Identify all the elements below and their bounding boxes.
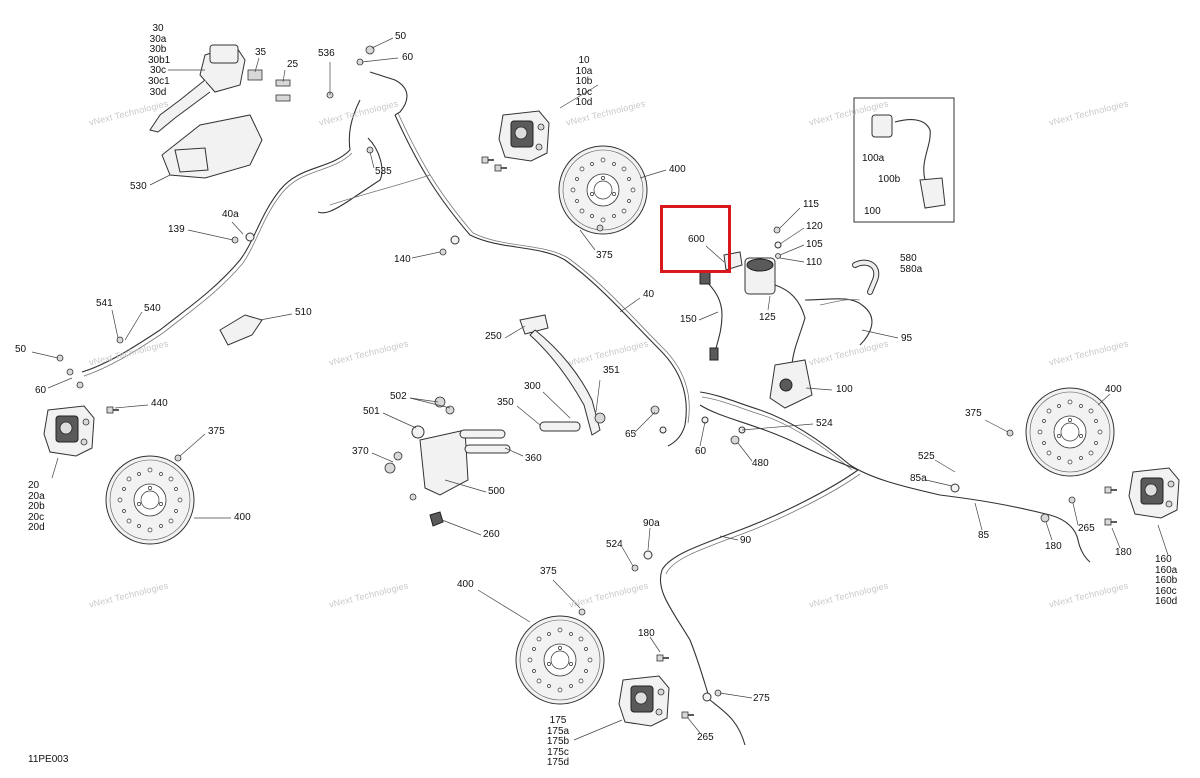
label-400-front-right[interactable]: 400 [669, 164, 686, 175]
label-group-175[interactable]: 175 175a 175b 175c 175d [546, 715, 570, 769]
label-250[interactable]: 250 [485, 331, 502, 342]
label-375-front-right[interactable]: 375 [596, 250, 613, 261]
disc-400-rear-left [515, 615, 605, 705]
label-85a[interactable]: 85a [910, 473, 927, 484]
label-90[interactable]: 90 [740, 535, 752, 546]
cover-510 [219, 314, 263, 346]
label-85[interactable]: 85 [978, 530, 990, 541]
label-300[interactable]: 300 [524, 381, 541, 392]
label-535[interactable]: 535 [375, 166, 392, 177]
label-group-30[interactable]: 30 30a 30b 30b1 30c 30c1 30d [148, 23, 171, 98]
label-275[interactable]: 275 [753, 693, 770, 704]
caliper-175 [618, 654, 695, 727]
leader-lines [31, 37, 1169, 741]
label-536[interactable]: 536 [318, 48, 335, 59]
label-350[interactable]: 350 [497, 397, 514, 408]
label-501[interactable]: 501 [363, 406, 380, 417]
label-265-lower[interactable]: 265 [697, 732, 714, 743]
label-35[interactable]: 35 [255, 47, 267, 58]
pedal-250 [519, 314, 606, 436]
label-50-left[interactable]: 50 [15, 344, 27, 355]
label-95[interactable]: 95 [901, 333, 913, 344]
label-360[interactable]: 360 [525, 453, 542, 464]
label-140[interactable]: 140 [394, 254, 411, 265]
label-105[interactable]: 105 [806, 239, 823, 250]
brake-lines [81, 71, 1091, 746]
label-group-10[interactable]: 10 10a 10b 10c 10d [575, 55, 593, 109]
abs-module-100 [769, 359, 813, 409]
label-group-580[interactable]: 580 580a [900, 253, 923, 275]
label-group-160[interactable]: 160 160a 160b 160c 160d [1155, 554, 1178, 608]
disc-400-front-left [105, 455, 195, 545]
label-540[interactable]: 540 [144, 303, 161, 314]
label-180-right[interactable]: 180 [1045, 541, 1062, 552]
caliper-160 [1104, 467, 1180, 526]
highlight-box-600[interactable] [660, 205, 731, 273]
label-524[interactable]: 524 [816, 418, 833, 429]
disc-400-rear-right [1025, 387, 1115, 477]
label-65[interactable]: 65 [625, 429, 637, 440]
label-180-far-right[interactable]: 180 [1115, 547, 1132, 558]
label-90a[interactable]: 90a [643, 518, 660, 529]
label-125[interactable]: 125 [759, 312, 776, 323]
label-100a[interactable]: 100a [862, 153, 885, 164]
label-100b[interactable]: 100b [878, 174, 901, 185]
label-120[interactable]: 120 [806, 221, 823, 232]
bracket-530 [161, 114, 263, 179]
label-502[interactable]: 502 [390, 391, 407, 402]
label-180-lower[interactable]: 180 [638, 628, 655, 639]
label-480[interactable]: 480 [752, 458, 769, 469]
diagram-code: 11PE003 [28, 754, 69, 765]
label-25[interactable]: 25 [287, 59, 299, 70]
label-265-right[interactable]: 265 [1078, 523, 1095, 534]
label-40a[interactable]: 40a [222, 209, 239, 220]
disc-400-front-right [558, 145, 648, 235]
label-60-center[interactable]: 60 [695, 446, 707, 457]
hose-580 [852, 259, 880, 295]
label-115[interactable]: 115 [803, 199, 819, 210]
label-400-rear-left[interactable]: 400 [457, 579, 474, 590]
label-525[interactable]: 525 [918, 451, 935, 462]
label-440[interactable]: 440 [151, 398, 168, 409]
caliper-10 [481, 110, 550, 172]
label-260[interactable]: 260 [483, 529, 500, 540]
label-40[interactable]: 40 [643, 289, 655, 300]
caliper-20 [43, 405, 120, 457]
fittings [56, 45, 1076, 702]
label-375-rear-right[interactable]: 375 [965, 408, 982, 419]
label-400-rear-right[interactable]: 400 [1105, 384, 1122, 395]
label-375-rear-left[interactable]: 375 [540, 566, 557, 577]
label-375-front-left[interactable]: 375 [208, 426, 225, 437]
label-370[interactable]: 370 [352, 446, 369, 457]
label-139[interactable]: 139 [168, 224, 185, 235]
label-group-20[interactable]: 20 20a 20b 20c 20d [28, 480, 45, 534]
bracket-500 [384, 396, 511, 527]
label-60-left[interactable]: 60 [35, 385, 47, 396]
label-50[interactable]: 50 [395, 31, 407, 42]
label-524-lower[interactable]: 524 [606, 539, 623, 550]
label-400-front-left[interactable]: 400 [234, 512, 251, 523]
label-110[interactable]: 110 [806, 257, 822, 268]
label-100-inset[interactable]: 100 [864, 206, 881, 217]
label-510[interactable]: 510 [295, 307, 312, 318]
inset-box-100 [853, 97, 955, 223]
label-351[interactable]: 351 [603, 365, 620, 376]
label-100[interactable]: 100 [836, 384, 853, 395]
master-cylinder-30 [149, 44, 291, 133]
label-600[interactable]: 600 [688, 234, 705, 245]
reservoir-125 [723, 226, 782, 295]
label-150[interactable]: 150 [680, 314, 697, 325]
label-541[interactable]: 541 [96, 298, 113, 309]
label-60[interactable]: 60 [402, 52, 414, 63]
label-500[interactable]: 500 [488, 486, 505, 497]
label-530[interactable]: 530 [130, 181, 147, 192]
